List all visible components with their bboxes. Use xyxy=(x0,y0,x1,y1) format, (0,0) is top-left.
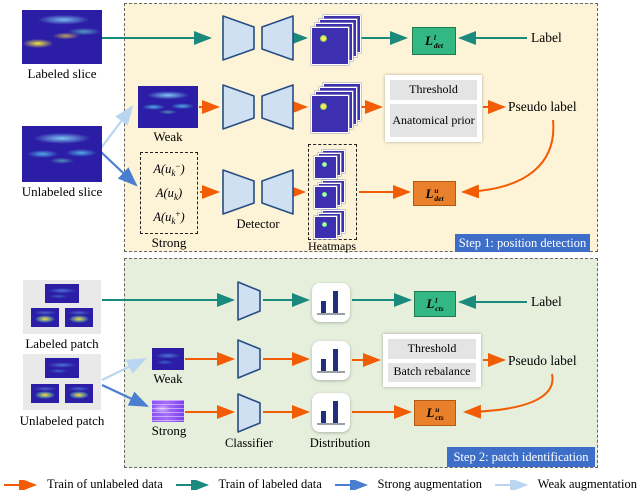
step2-banner: Step 2: patch identification xyxy=(447,447,595,467)
step1-banner: Step 1: position detection xyxy=(455,234,590,252)
legend-item-weak-aug: Weak augmentation xyxy=(494,477,637,492)
pseudolabel-filter-card2: Threshold Batch rebalance xyxy=(383,334,481,387)
labeled-patch-image xyxy=(31,308,59,327)
strong-aug-term: A(uk−) xyxy=(153,160,185,178)
unlabeled-slice-caption: Unlabeled slice xyxy=(21,184,103,199)
labeled-patch-card xyxy=(23,280,101,334)
classifier-network-icon xyxy=(237,281,261,321)
distribution-icon xyxy=(312,393,350,432)
legend-label: Train of labeled data xyxy=(218,477,322,491)
lightblue-arrow-icon xyxy=(494,479,528,490)
strong-aug-term: A(uk+) xyxy=(153,208,185,226)
distribution-icon xyxy=(312,341,350,380)
pseudo-label-text2: Pseudo label xyxy=(508,353,577,368)
distribution-icon xyxy=(312,283,350,322)
strong-patch-caption: Strong xyxy=(151,423,187,438)
labeled-slice-image xyxy=(22,10,102,64)
strong-aug-term: A(uk) xyxy=(155,185,183,202)
teal-arrow-icon xyxy=(175,479,209,490)
weak-patch-image xyxy=(152,348,184,370)
labeled-slice-caption: Labeled slice xyxy=(27,66,97,81)
heatmaps-caption: Heatmaps xyxy=(308,239,356,253)
legend-label: Train of unlabeled data xyxy=(47,477,163,491)
strong-patch-image xyxy=(152,400,184,422)
weak-slice-caption: Weak xyxy=(153,129,183,144)
labeled-patch-image xyxy=(65,308,93,327)
detector-network-icon xyxy=(222,15,294,61)
detector-caption: Detector xyxy=(236,217,280,231)
unlabeled-patch-card xyxy=(23,354,101,410)
blue-arrow-icon xyxy=(334,479,368,490)
legend-item-unlabeled-train: Train of unlabeled data xyxy=(3,477,163,492)
label-text2: Label xyxy=(531,294,562,309)
unlabeled-patch-image xyxy=(45,358,79,378)
legend: Train of unlabeled data Train of labeled… xyxy=(3,477,637,492)
pseudo-label-text: Pseudo label xyxy=(508,99,577,114)
heatmap-stack xyxy=(311,83,363,135)
distribution-caption: Distribution xyxy=(309,436,371,450)
heatmaps-box xyxy=(308,144,357,240)
legend-item-labeled-train: Train of labeled data xyxy=(175,477,322,492)
anatomical-prior-box: Anatomical prior xyxy=(390,104,477,137)
threshold-box: Threshold xyxy=(390,80,477,101)
orange-arrow-icon xyxy=(4,479,37,490)
heatmap-stack-small xyxy=(314,180,348,209)
heatmap-stack-small xyxy=(314,150,348,179)
classifier-network-icon xyxy=(237,339,261,379)
batch-rebalance-box: Batch rebalance xyxy=(388,362,476,382)
label-text: Label xyxy=(531,30,562,45)
detector-network-icon xyxy=(222,169,294,215)
weak-slice-image xyxy=(138,86,198,128)
unlabeled-patch-image xyxy=(31,384,59,403)
labeled-patch-caption: Labeled patch xyxy=(25,336,99,351)
strong-augmentation-box: A(uk−) A(uk) A(uk+) xyxy=(140,152,198,234)
unlabeled-patch-caption: Unlabeled patch xyxy=(19,413,105,428)
pseudolabel-filter-card: Threshold Anatomical prior xyxy=(385,75,482,142)
legend-label: Strong augmentation xyxy=(377,477,483,491)
heatmap-stack-small xyxy=(314,210,348,239)
legend-label: Weak augmentation xyxy=(537,477,637,491)
labeled-patch-image xyxy=(45,284,79,303)
step2-region xyxy=(124,258,598,468)
legend-item-strong-aug: Strong augmentation xyxy=(334,477,483,492)
weak-patch-caption: Weak xyxy=(153,371,183,386)
classifier-network-icon xyxy=(237,393,261,433)
threshold-box2: Threshold xyxy=(388,339,476,359)
unlabeled-patch-image xyxy=(65,384,93,403)
detector-network-icon xyxy=(222,84,294,130)
unlabeled-slice-image xyxy=(22,126,102,182)
classifier-caption: Classifier xyxy=(225,436,273,450)
heatmap-stack xyxy=(311,15,363,67)
strong-slice-caption: Strong xyxy=(151,235,187,250)
